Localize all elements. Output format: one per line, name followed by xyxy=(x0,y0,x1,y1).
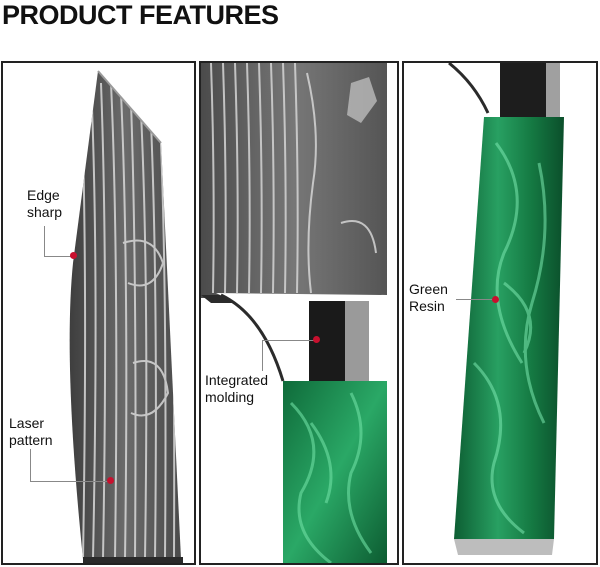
integrated-molding-marker xyxy=(313,336,320,343)
laser-pattern-label: Laser pattern xyxy=(9,415,53,448)
page-title: PRODUCT FEATURES xyxy=(2,0,279,30)
laser-pattern-marker xyxy=(107,477,114,484)
handle-panel: Green Resin xyxy=(402,61,598,565)
laser-pattern-leader xyxy=(30,449,109,482)
green-resin-label: Green Resin xyxy=(409,281,448,314)
integrated-molding-label: Integrated molding xyxy=(205,372,269,405)
blade-panel: Edge sharp Laser pattern xyxy=(1,61,196,565)
edge-sharp-leader xyxy=(44,226,72,257)
green-resin-leader xyxy=(456,299,493,300)
edge-sharp-marker xyxy=(70,252,77,259)
edge-sharp-label: Edge sharp xyxy=(27,187,63,220)
handle-illustration xyxy=(448,63,564,555)
bolster-illustration xyxy=(201,63,387,563)
green-resin-marker xyxy=(492,296,499,303)
integrated-molding-leader xyxy=(262,340,315,371)
bolster-panel: Integrated molding xyxy=(199,61,399,565)
blade-illustration xyxy=(69,70,183,563)
